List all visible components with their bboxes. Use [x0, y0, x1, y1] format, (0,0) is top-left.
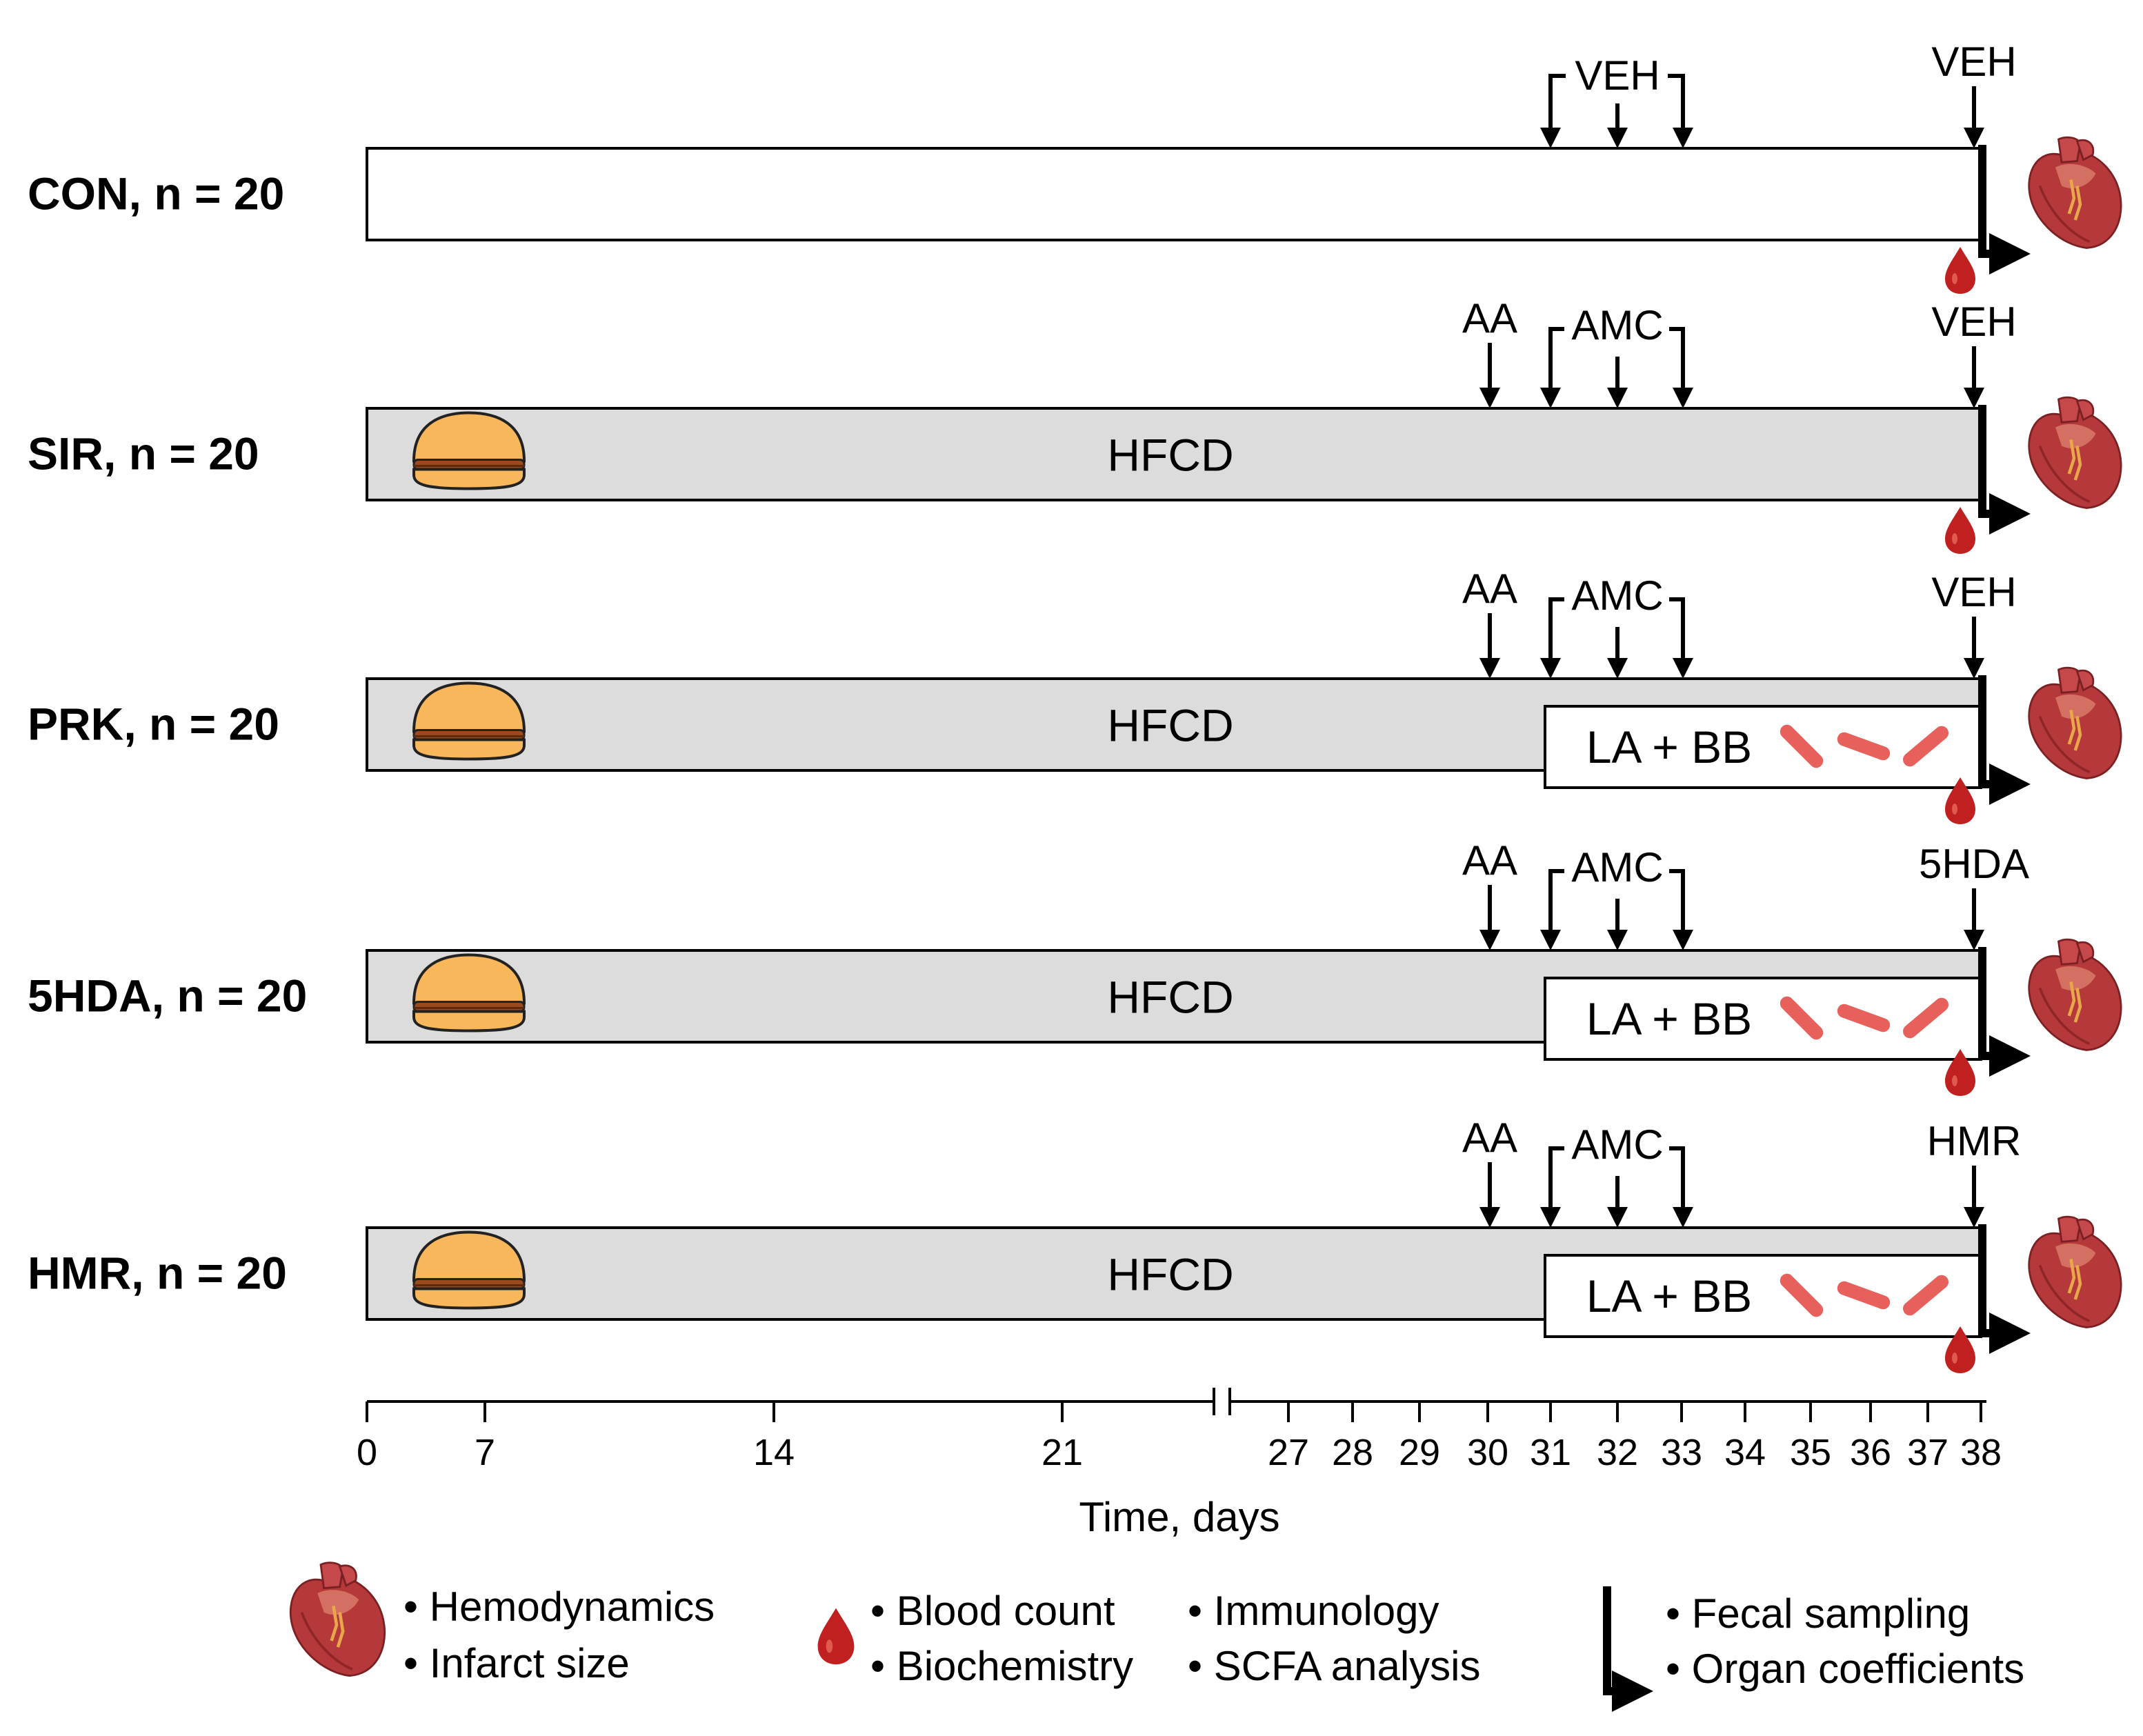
axis-tick-label: 35	[1790, 1432, 1831, 1473]
legend-blood-line-3: • Immunology	[1188, 1588, 1439, 1634]
timeline-bar	[366, 407, 1982, 501]
axis-tick-label: 38	[1960, 1432, 2002, 1473]
heart-icon	[2029, 1217, 2121, 1327]
end-injection-label: VEH	[1931, 39, 2016, 85]
axis-tick-label: 21	[1041, 1432, 1083, 1473]
burger-icon	[412, 953, 526, 1032]
heart-icon	[2029, 137, 2121, 248]
axis-tick-label: 14	[753, 1432, 795, 1473]
heart-icon	[290, 1563, 384, 1676]
axis-tick-label: 37	[1907, 1432, 1948, 1473]
axis-tick-label: 29	[1399, 1432, 1440, 1473]
blood-drop-icon	[1945, 247, 1975, 294]
axis-tick-label: 27	[1268, 1432, 1309, 1473]
group-row: HMR, n = 20 HFCD LA + BB AA AMC HMR	[28, 1115, 2121, 1373]
diet-label: HFCD	[1107, 700, 1233, 751]
legend-blood-line-4: • SCFA analysis	[1188, 1643, 1481, 1689]
group-label: 5HDA, n = 20	[28, 970, 307, 1021]
legend-sampling-line-1: • Fecal sampling	[1666, 1590, 1970, 1637]
group-row: SIR, n = 20 HFCD AA AMC VEH	[28, 295, 2121, 554]
axis-tick-label: 0	[357, 1432, 377, 1473]
heart-icon	[2029, 939, 2121, 1050]
end-injection-label: VEH	[1931, 569, 2016, 615]
legend-heart-line-2: • Infarct size	[403, 1640, 630, 1686]
diet-label: HFCD	[1107, 430, 1233, 481]
heart-icon	[2029, 397, 2121, 508]
group-row: CON, n = 20 VEH VEH	[28, 39, 2121, 294]
legend-heart-line-1: • Hemodynamics	[403, 1584, 715, 1630]
injection-label: AA	[1462, 295, 1517, 341]
injection-label: AA	[1462, 1115, 1517, 1161]
axis-tick-label: 7	[475, 1432, 495, 1473]
axis-tick-label: 28	[1332, 1432, 1373, 1473]
heart-icon	[2029, 668, 2121, 778]
end-injection-label: HMR	[1927, 1118, 2022, 1164]
group-label: CON, n = 20	[28, 168, 284, 219]
injection-label: AMC	[1571, 844, 1663, 890]
injection-label: AMC	[1571, 302, 1663, 348]
injection-label: AMC	[1571, 572, 1663, 619]
injection-label: AMC	[1571, 1121, 1663, 1168]
burger-icon	[412, 1230, 526, 1310]
axis-tick-label: 30	[1467, 1432, 1508, 1473]
legend-sampling-line-2: • Organ coefficients	[1666, 1646, 2024, 1692]
group-label: HMR, n = 20	[28, 1248, 287, 1299]
legend-blood-line-2: • Biochemistry	[870, 1643, 1133, 1689]
burger-icon	[412, 411, 526, 490]
blood-drop-icon	[1945, 507, 1975, 554]
axis-tick-label: 34	[1724, 1432, 1766, 1473]
treatment-box	[1544, 1254, 1982, 1338]
timeline-bar	[366, 147, 1982, 241]
axis-title: Time, days	[1079, 1494, 1279, 1540]
blood-drop-icon	[817, 1608, 855, 1665]
group-row: PRK, n = 20 HFCD LA + BB AA AMC VEH	[28, 566, 2121, 824]
group-row: 5HDA, n = 20 HFCD LA + BB AA AMC 5HDA	[28, 837, 2121, 1096]
treatment-label: LA + BB	[1586, 993, 1752, 1044]
treatment-label: LA + BB	[1586, 721, 1752, 772]
treatment-label: LA + BB	[1586, 1270, 1752, 1321]
end-injection-label: VEH	[1931, 299, 2016, 345]
time-axis: 0 7 14 21 27 28 29 30 31 32 33 34 35 36 37 38 Time, day…	[357, 1388, 2002, 1540]
diet-label: HFCD	[1107, 1249, 1233, 1300]
axis-tick-label: 32	[1597, 1432, 1638, 1473]
axis-tick-label: 36	[1850, 1432, 1891, 1473]
sampling-arrow-icon	[1603, 1586, 1653, 1712]
sampling-arrow-icon	[1978, 947, 2031, 1077]
group-label: PRK, n = 20	[28, 699, 279, 750]
sampling-arrow-icon	[1978, 145, 2031, 275]
sampling-arrow-icon	[1978, 675, 2031, 805]
sampling-arrow-icon	[1978, 405, 2031, 535]
axis-tick-label: 31	[1530, 1432, 1571, 1473]
legend: • Hemodynamics • Infarct size • Blood co…	[290, 1563, 2024, 1712]
injection-label: AA	[1462, 566, 1517, 612]
group-label: SIR, n = 20	[28, 428, 259, 479]
sampling-arrow-icon	[1978, 1224, 2031, 1354]
end-injection-label: 5HDA	[1919, 841, 2029, 887]
diet-label: HFCD	[1107, 972, 1233, 1023]
injection-label: AA	[1462, 837, 1517, 884]
injection-label: VEH	[1575, 52, 1659, 99]
legend-blood-line-1: • Blood count	[870, 1588, 1115, 1634]
axis-tick-label: 33	[1661, 1432, 1702, 1473]
burger-icon	[412, 681, 526, 761]
